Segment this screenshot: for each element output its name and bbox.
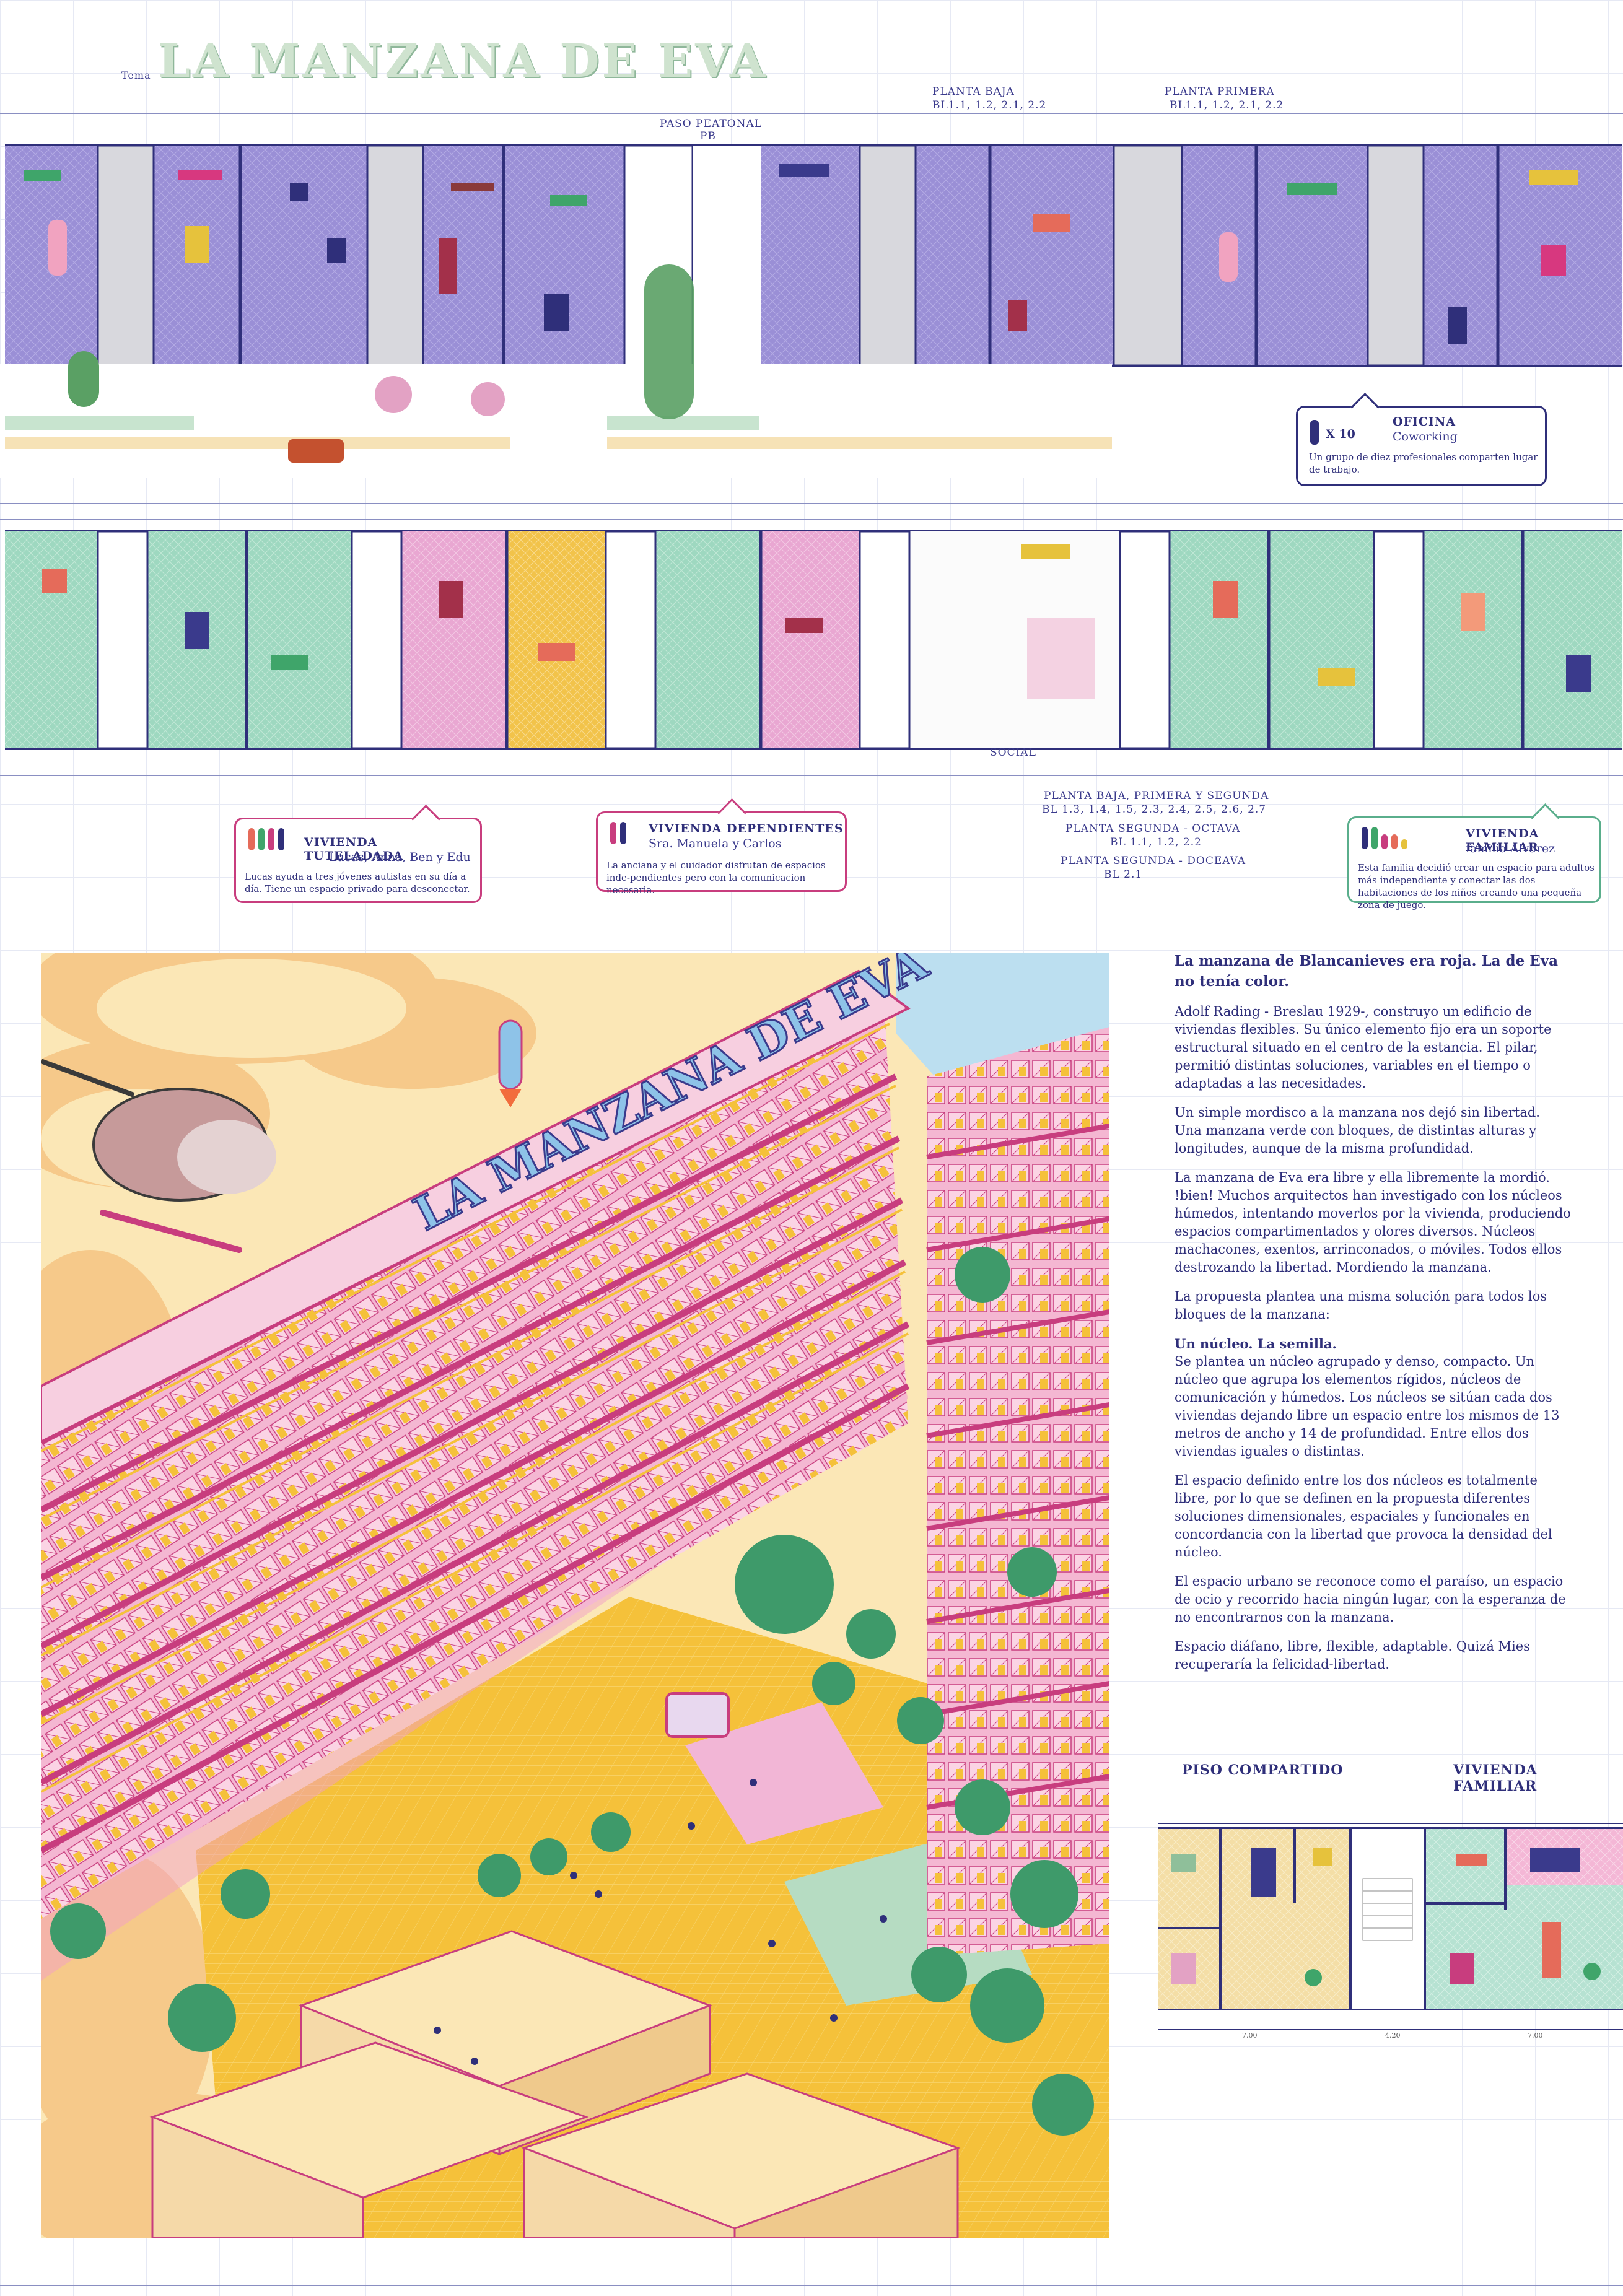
plan-top-rule: [1158, 1823, 1623, 1824]
paragraph: El espacio urbano se reconoce como el pa…: [1175, 1574, 1566, 1625]
upper-floor-plan: [5, 144, 1622, 367]
familiar-subtitle: familia Alvarez: [1466, 842, 1555, 855]
tutelada-bubble: VIVIENDA TUTELADADA Lucas, Anna, Ben y E…: [234, 805, 482, 903]
axonometric-drawing: LA MANZANA DE EVA: [41, 953, 1109, 2238]
dependientes-title: VIVIENDA DEPENDIENTES: [649, 822, 844, 836]
dependientes-subtitle: Sra. Manuela y Carlos: [649, 837, 782, 850]
upper-plan-drawing: [5, 146, 1622, 365]
paso-peatonal-label: PASO PEATONAL: [660, 118, 763, 130]
people-icon: [248, 828, 284, 850]
oficina-subtitle: Coworking: [1393, 430, 1458, 443]
lower-plan-drawing: [5, 531, 1622, 748]
plantas-l2-sub: BL 1.1, 1.2, 2.2: [1110, 836, 1202, 849]
paragraph: La manzana de Eva era libre y ella libre…: [1175, 1170, 1571, 1275]
dim-rule: [1158, 2029, 1623, 2030]
umbrella-icon: [471, 382, 505, 416]
street-area: [0, 264, 1112, 478]
lower-floor-plan: [5, 530, 1622, 750]
umbrella-icon: [375, 376, 412, 413]
header-rule: [0, 113, 1623, 114]
unit-plan: [1158, 1827, 1623, 2010]
green-strip: [5, 416, 194, 430]
paragraph-heading: Un núcleo. La semilla.: [1175, 1336, 1337, 1351]
oficina-title: OFICINA: [1393, 415, 1456, 429]
paragraph: Espacio diáfano, libre, flexible, adapta…: [1175, 1639, 1530, 1672]
green-strip-2: [607, 416, 759, 430]
paso-peatonal-sub: PB: [700, 130, 716, 142]
tutelada-subtitle: Lucas, Anna, Ben y Edu: [329, 850, 471, 864]
planta-primera-label: PLANTA PRIMERA: [1165, 85, 1275, 98]
planta-primera-sub: BL1.1, 1.2, 2.1, 2.2: [1170, 99, 1284, 111]
plantas-l1: PLANTA BAJA, PRIMERA Y SEGUNDA: [1044, 790, 1269, 802]
plantas-l3: PLANTA SEGUNDA - DOCEAVA: [1061, 855, 1246, 867]
dependientes-desc: La anciana y el cuidador disfrutan de es…: [606, 860, 826, 896]
paragraph: Un simple mordisco a la manzana nos dejó…: [1175, 1105, 1540, 1156]
tutelada-desc: Lucas ayuda a tres jóvenes autistas en s…: [245, 871, 470, 894]
sidewalk-left: [5, 437, 510, 449]
people-icon: [610, 822, 626, 844]
rule-low: [0, 775, 1623, 776]
bottom-rule: [0, 2285, 1623, 2286]
plantas-l2: PLANTA SEGUNDA - OCTAVA: [1065, 823, 1241, 835]
planta-baja-label: PLANTA BAJA: [932, 85, 1015, 98]
paragraph: Se plantea un núcleo agrupado y denso, c…: [1175, 1354, 1560, 1459]
person-icon: [1310, 420, 1319, 445]
planta-baja-sub: BL1.1, 1.2, 2.1, 2.2: [932, 99, 1047, 111]
familiar-bubble: VIVIENDA FAMILIAR familia Alvarez Esta f…: [1347, 803, 1601, 910]
dim-label: 7.00: [1528, 2032, 1543, 2040]
oficina-count: X 10: [1326, 427, 1355, 441]
paragraph: El espacio definido entre los dos núcleo…: [1175, 1473, 1552, 1560]
dim-label: 7.00: [1242, 2032, 1258, 2040]
people-icon: [1362, 827, 1407, 849]
piso-compartido-label: PISO COMPARTIDO: [1182, 1762, 1344, 1778]
tree-icon: [68, 351, 99, 407]
page-title: LA MANZANA DE EVA: [158, 35, 768, 88]
familiar-title: VIVIENDA FAMILIAR: [1466, 827, 1539, 854]
social-label: SOCIAL: [990, 746, 1036, 759]
rule-mid: [0, 503, 1623, 504]
oficina-desc: Un grupo de diez profesionales comparten…: [1309, 452, 1538, 475]
car-icon: [288, 439, 344, 463]
rule-mid-2: [0, 519, 1623, 520]
axonometric-illustration: LA MANZANA DE EVA: [41, 953, 1109, 2238]
dim-label: 4.20: [1385, 2032, 1401, 2040]
familiar-desc: Esta familia decidió crear un espacio pa…: [1358, 862, 1595, 910]
paragraph: La propuesta plantea una misma solución …: [1175, 1289, 1547, 1322]
vivienda-familiar-label: VIVIENDA FAMILIAR: [1453, 1762, 1538, 1794]
tutelada-title: VIVIENDA TUTELADADA: [304, 836, 403, 863]
oficina-bubble: X 10 OFICINA Coworking Un grupo de diez …: [1296, 393, 1547, 486]
tema-label: Tema: [121, 69, 151, 81]
dependientes-bubble: VIVIENDA DEPENDIENTES Sra. Manuela y Car…: [596, 798, 847, 896]
paragraph: Adolf Rading - Breslau 1929-, construyo …: [1175, 1004, 1552, 1091]
plantas-l3-sub: BL 2.1: [1104, 868, 1143, 881]
sidewalk-right: [607, 437, 1112, 449]
plantas-l1-sub: BL 1.3, 1.4, 1.5, 2.3, 2.4, 2.5, 2.6, 2.…: [1042, 803, 1267, 816]
description-column: La manzana de Blancanieves era roja. La …: [1175, 951, 1571, 1685]
tree-icon: [644, 264, 694, 419]
lead-text: La manzana de Blancanieves era roja. La …: [1175, 953, 1559, 990]
unit-plan-drawing: [1158, 1829, 1623, 2009]
